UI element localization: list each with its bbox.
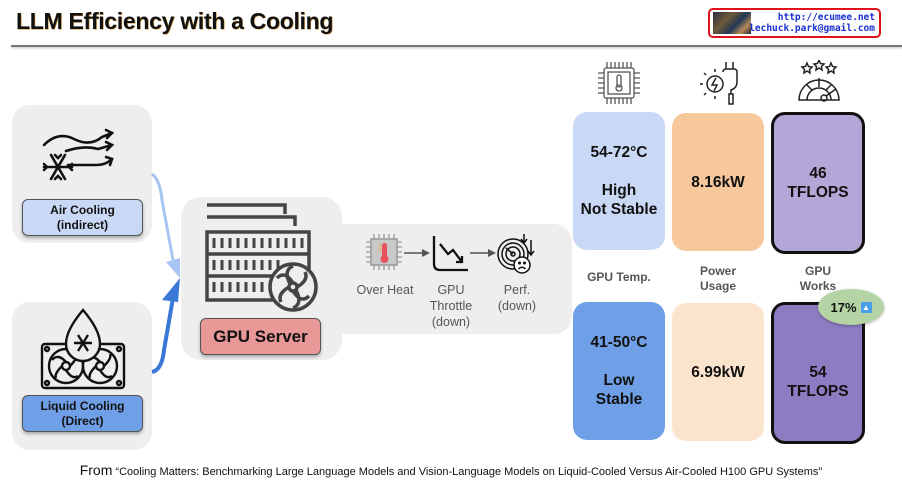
- author-email[interactable]: lechuck.park@gmail.com: [749, 23, 875, 34]
- liquid-arrow-head: [162, 278, 180, 302]
- liquid-cooling-label-line1: Liquid Cooling: [40, 399, 125, 413]
- author-thumbnail: [713, 12, 751, 34]
- metric-label-works-line1: GPU: [804, 264, 831, 278]
- improvement-badge: 17% ▲: [818, 289, 884, 325]
- air-temp-level: High: [601, 182, 637, 199]
- metric-label-power-line2: Usage: [699, 279, 737, 293]
- metric-label-gpu-temp-text: GPU Temp.: [587, 270, 651, 284]
- metric-label-gpu-works: GPU Works: [771, 264, 865, 294]
- air-temp-stability: Not Stable: [580, 201, 658, 218]
- metric-label-power-line1: Power: [699, 264, 736, 278]
- liquid-works-card: 54 TFLOPS: [771, 302, 865, 444]
- effect-perf-down-line2: (down): [497, 299, 537, 313]
- performance-down-gauge-icon: [497, 234, 535, 274]
- effect-gpu-throttle-line1: GPU: [437, 283, 465, 297]
- power-plug-icon: [700, 62, 738, 105]
- metric-label-works-line2: Works: [799, 279, 837, 293]
- caption-prefix: From: [79, 462, 113, 478]
- effect-over-heat: Over Heat: [352, 282, 418, 298]
- throttle-down-chart-icon: [432, 236, 468, 272]
- caption-text: “Cooling Matters: Benchmarking Large Lan…: [115, 466, 823, 478]
- liquid-temp-stability: Stable: [595, 391, 643, 408]
- liquid-temp-level: Low: [603, 372, 635, 389]
- air-power-card: 8.16kW: [672, 113, 764, 251]
- snowflake-wind-icon: [42, 128, 115, 181]
- air-temp-card: 54-72°C High Not Stable: [573, 112, 665, 250]
- effect-gpu-throttle-line3: (down): [431, 315, 471, 329]
- metric-label-gpu-temp: GPU Temp.: [573, 270, 665, 285]
- effect-gpu-throttle-line2: Throttle: [429, 299, 473, 313]
- author-credit: http://ecumee.net lechuck.park@gmail.com: [708, 8, 881, 38]
- air-power-value: 8.16kW: [691, 173, 745, 191]
- effect-gpu-throttle: GPU Throttle (down): [418, 282, 484, 330]
- liquid-works-unit: TFLOPS: [787, 383, 849, 400]
- effect-perf-down-line1: Perf.: [503, 283, 531, 297]
- liquid-cooling-label: Liquid Cooling (Direct): [22, 395, 143, 432]
- air-to-server-arrow: [151, 172, 175, 261]
- flow-arrow-icon: [470, 249, 496, 257]
- liquid-cooling-label-line2: (Direct): [61, 414, 104, 428]
- liquid-cooler-fans-icon: [40, 308, 126, 390]
- liquid-power-card: 6.99kW: [672, 303, 764, 441]
- liquid-works-value: 54: [809, 364, 827, 381]
- air-cooling-label: Air Cooling (indirect): [22, 199, 143, 236]
- title-divider: [11, 45, 902, 47]
- air-works-card: 46 TFLOPS: [771, 112, 865, 254]
- author-url[interactable]: http://ecumee.net: [777, 12, 875, 23]
- air-works-unit: TFLOPS: [787, 184, 849, 201]
- liquid-power-value: 6.99kW: [691, 363, 745, 381]
- gpu-server-label: GPU Server: [200, 318, 321, 355]
- up-arrow-icon: ▲: [860, 301, 872, 313]
- flow-arrow-icon: [404, 249, 430, 257]
- page-title: LLM Efficiency with a Cooling: [16, 8, 334, 34]
- air-cooling-label-line1: Air Cooling: [50, 203, 115, 217]
- air-works-value: 46: [809, 165, 827, 182]
- air-cooling-label-line2: (indirect): [56, 218, 109, 232]
- air-arrow-head: [166, 258, 180, 278]
- liquid-temp-card: 41-50°C Low Stable: [573, 302, 665, 440]
- improvement-value: 17%: [830, 299, 857, 315]
- metric-label-power-usage: Power Usage: [672, 264, 764, 294]
- cooling-arrows: [151, 172, 180, 374]
- source-caption: From “Cooling Matters: Benchmarking Larg…: [0, 462, 902, 478]
- air-temp-range: 54-72°C: [590, 144, 648, 161]
- effect-perf-down: Perf. (down): [484, 282, 550, 314]
- cpu-thermometer-icon: [366, 234, 402, 270]
- liquid-to-server-arrow: [151, 297, 175, 374]
- cpu-temperature-icon: [598, 62, 640, 104]
- effect-over-heat-line1: Over Heat: [356, 283, 414, 297]
- rating-gauge-icon: [798, 60, 840, 102]
- liquid-temp-range: 41-50°C: [590, 334, 648, 351]
- server-rack-fan-icon: [205, 203, 318, 312]
